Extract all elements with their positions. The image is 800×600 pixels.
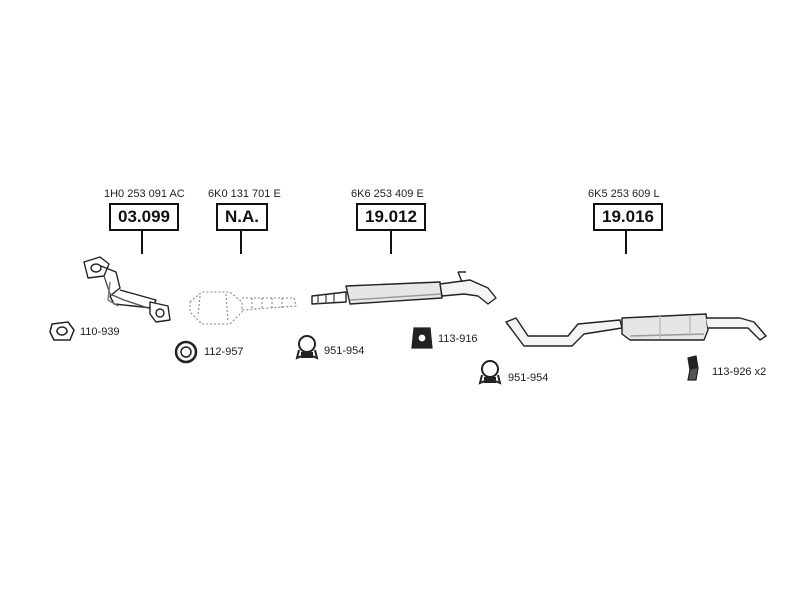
part-code-catalyst[interactable]: N.A. <box>216 203 268 231</box>
middle-silencer-drawing[interactable] <box>311 271 497 305</box>
oem-number-catalyst: 6K0 131 701 E <box>208 188 281 200</box>
accessory-ref-113-926[interactable]: 113-926 x2 <box>712 366 767 378</box>
rubber-mount-icon <box>411 327 433 349</box>
clamp-icon <box>295 335 319 360</box>
callout-line-front-pipe <box>141 229 143 254</box>
accessory-ref-951-954-a[interactable]: 951-954 <box>324 345 365 357</box>
accessory-ref-113-916[interactable]: 113-916 <box>438 333 478 345</box>
oem-number-middle-silencer: 6K6 253 409 E <box>351 188 424 200</box>
part-code-front-pipe[interactable]: 03.099 <box>109 203 179 231</box>
callout-line-catalyst <box>240 229 242 254</box>
oem-number-rear-silencer: 6K5 253 609 L <box>588 188 660 200</box>
accessory-ref-110-939[interactable]: 110-939 <box>80 326 120 338</box>
front-pipe-drawing[interactable] <box>83 256 171 323</box>
callout-line-middle-silencer <box>390 229 392 254</box>
callout-line-rear-silencer <box>625 229 627 254</box>
rear-silencer-drawing[interactable] <box>505 313 767 347</box>
part-code-rear-silencer[interactable]: 19.016 <box>593 203 663 231</box>
hanger-icon <box>687 355 699 381</box>
clamp-icon <box>478 360 502 385</box>
oem-number-front-pipe: 1H0 253 091 AC <box>104 188 185 200</box>
ring-gasket-icon <box>174 340 198 364</box>
catalyst-drawing[interactable] <box>189 291 297 325</box>
accessory-ref-951-954-b[interactable]: 951-954 <box>508 372 549 384</box>
accessory-ref-112-957[interactable]: 112-957 <box>204 346 244 358</box>
gasket-icon <box>49 321 75 341</box>
